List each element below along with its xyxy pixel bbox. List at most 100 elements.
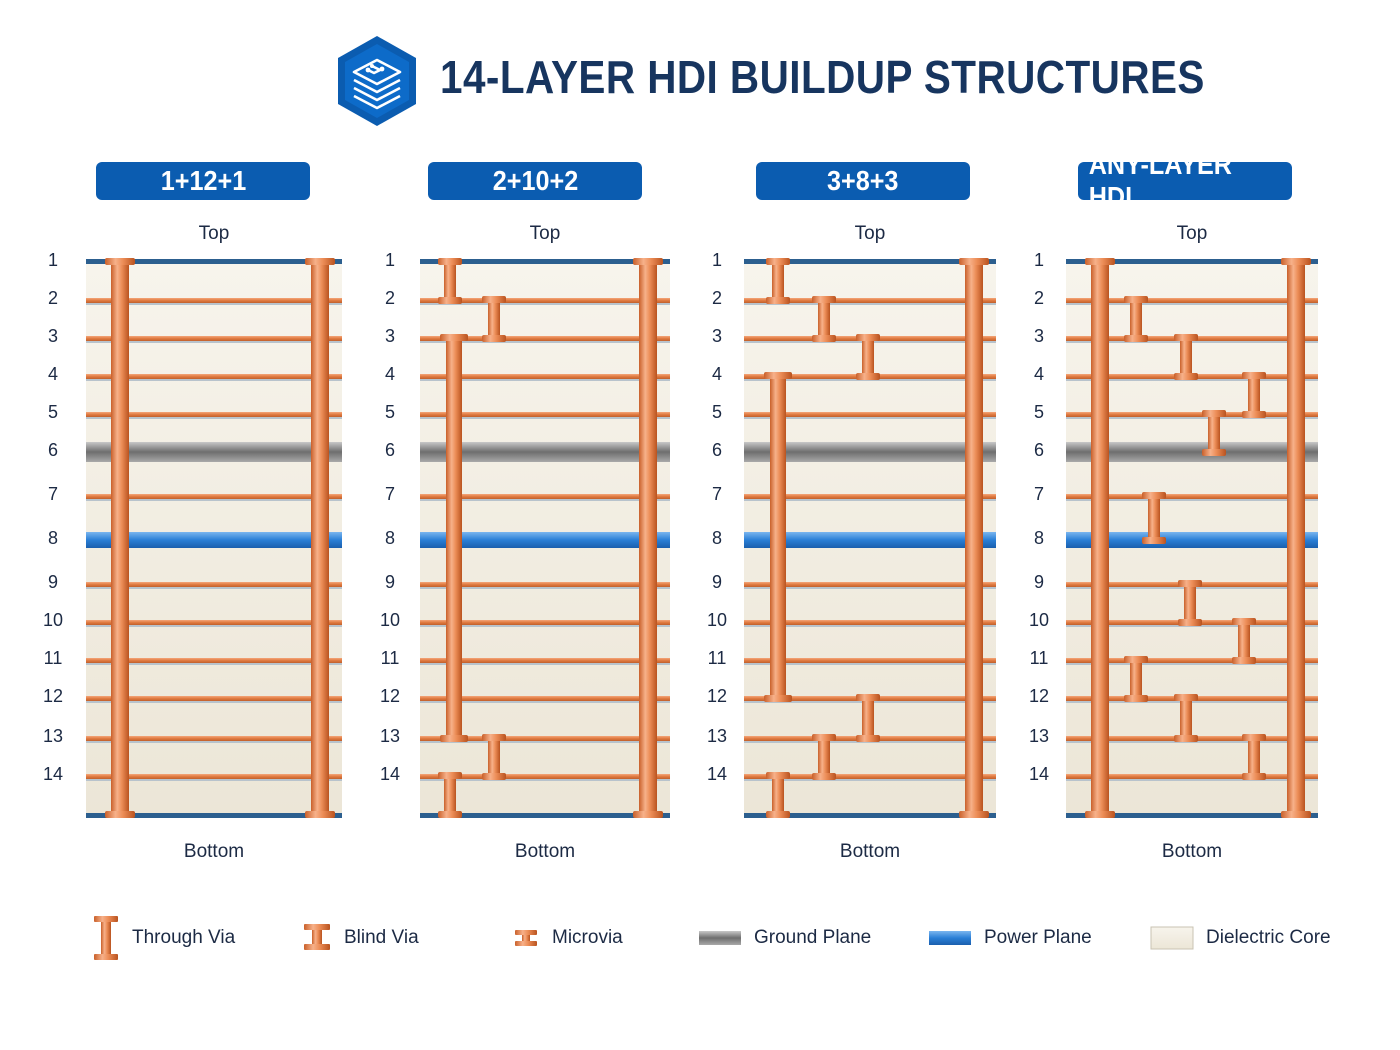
layer-shadow-9 xyxy=(744,587,996,589)
layer-shadow-3 xyxy=(420,341,670,343)
copper-layer-9 xyxy=(86,582,342,587)
through-via-top-pad xyxy=(105,258,135,265)
layer-shadow-9 xyxy=(86,587,342,589)
layer-shadow-14 xyxy=(86,779,342,781)
stackup-column-4 xyxy=(1066,258,1318,818)
layer-shadow-4 xyxy=(86,379,342,381)
microvia-bottom-pad xyxy=(1174,735,1198,742)
through-via xyxy=(965,262,983,814)
through-via-top-pad xyxy=(1281,258,1311,265)
legend-label: Dielectric Core xyxy=(1206,927,1331,948)
copper-layer-11 xyxy=(1066,658,1318,663)
bottom-surface xyxy=(744,813,996,818)
ground-plane-layer-6 xyxy=(744,442,996,462)
microvia-bottom-pad xyxy=(812,773,836,780)
copper-layer-14 xyxy=(86,774,342,779)
ground-plane-layer-6 xyxy=(420,442,670,462)
copper-layer-4 xyxy=(86,374,342,379)
layer-number: 7 xyxy=(1033,484,1044,504)
microvia xyxy=(1130,300,1142,338)
layer-shadow-7 xyxy=(1066,499,1318,501)
microvia xyxy=(1148,496,1160,540)
layer-number: 5 xyxy=(711,402,722,422)
layer-shadow-11 xyxy=(420,663,670,665)
copper-layer-2 xyxy=(1066,298,1318,303)
through-via xyxy=(1287,262,1305,814)
layer-number: 3 xyxy=(1033,326,1044,346)
layer-number: 3 xyxy=(384,326,395,346)
microvia-icon xyxy=(515,930,537,946)
layer-number: 10 xyxy=(42,610,64,630)
copper-layer-5 xyxy=(420,412,670,417)
layer-shadow-13 xyxy=(420,741,670,743)
layer-number: 2 xyxy=(1033,288,1044,308)
top-label: Top xyxy=(198,223,230,244)
microvia-top-pad xyxy=(438,772,462,779)
microvia xyxy=(772,262,784,300)
legend-label: Through Via xyxy=(132,927,236,948)
layer-number: 12 xyxy=(1028,686,1050,706)
through-via xyxy=(311,262,329,814)
microvia-top-pad xyxy=(1142,492,1166,499)
stacked-circuit-layers-icon xyxy=(338,36,416,126)
layer-shadow-2 xyxy=(1066,303,1318,305)
copper-layer-13 xyxy=(420,736,670,741)
microvia-top-pad xyxy=(482,734,506,741)
layer-number: 12 xyxy=(706,686,728,706)
layer-shadow-7 xyxy=(744,499,996,501)
through-via xyxy=(639,262,657,814)
microvia-top-pad xyxy=(1174,694,1198,701)
layer-number: 8 xyxy=(711,528,722,548)
microvia xyxy=(488,738,500,776)
copper-layer-2 xyxy=(420,298,670,303)
layer-shadow-7 xyxy=(86,499,342,501)
microvia-bottom-pad xyxy=(856,373,880,380)
layer-number: 3 xyxy=(711,326,722,346)
copper-layer-5 xyxy=(86,412,342,417)
layer-number: 8 xyxy=(1033,528,1044,548)
copper-layer-14 xyxy=(744,774,996,779)
microvia-bottom-pad xyxy=(1142,537,1166,544)
legend-label: Ground Plane xyxy=(754,927,872,948)
blind-via xyxy=(446,338,462,738)
microvia-top-pad xyxy=(812,734,836,741)
layer-shadow-11 xyxy=(1066,663,1318,665)
microvia-top-pad xyxy=(1202,410,1226,417)
copper-layer-11 xyxy=(420,658,670,663)
layer-shadow-7 xyxy=(420,499,670,501)
through-via-bottom-pad xyxy=(1281,811,1311,818)
through-via xyxy=(1091,262,1109,814)
microvia-bottom-pad xyxy=(1202,449,1226,456)
ground-plane-layer-6 xyxy=(1066,442,1318,462)
microvia-top-pad xyxy=(438,258,462,265)
structure-label: 2+10+2 xyxy=(428,162,642,200)
legend-item: Through Via xyxy=(92,916,236,960)
bottom-surface xyxy=(1066,813,1318,818)
copper-layer-9 xyxy=(744,582,996,587)
blind-via-icon xyxy=(304,924,330,950)
layer-number: 4 xyxy=(384,364,395,384)
through-via-bottom-pad xyxy=(633,811,663,818)
microvia xyxy=(444,262,456,300)
legend-label: Power Plane xyxy=(984,927,1092,948)
legend-item: Dielectric Core xyxy=(1150,922,1331,954)
layer-number: 6 xyxy=(47,440,58,460)
microvia-bottom-pad xyxy=(1178,619,1202,626)
layer-number: 2 xyxy=(384,288,395,308)
layer-shadow-5 xyxy=(420,417,670,419)
microvia-bottom-pad xyxy=(766,297,790,304)
copper-layer-12 xyxy=(86,696,342,701)
power-plane-swatch xyxy=(929,931,971,945)
layer-shadow-14 xyxy=(420,779,670,781)
microvia xyxy=(818,300,830,338)
power-plane-layer-8 xyxy=(1066,532,1318,548)
copper-layer-11 xyxy=(744,658,996,663)
microvia-top-pad xyxy=(1124,656,1148,663)
microvia xyxy=(772,776,784,814)
microvia-top-pad xyxy=(856,334,880,341)
legend-item: Ground Plane xyxy=(698,922,871,954)
microvia xyxy=(444,776,456,814)
copper-layer-14 xyxy=(1066,774,1318,779)
bottom-label: Bottom xyxy=(1161,841,1223,862)
power-plane-layer-8 xyxy=(744,532,996,548)
